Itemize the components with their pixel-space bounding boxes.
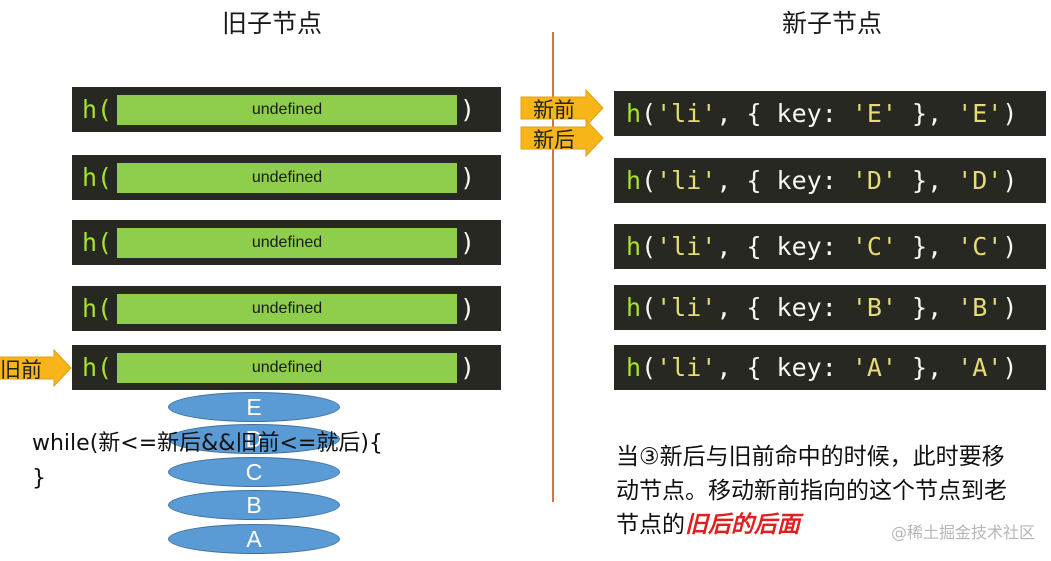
old-node-placeholder: undefined (117, 228, 457, 258)
old-node-prefix: h( (82, 228, 113, 257)
old-node-value: undefined (251, 359, 323, 376)
old-children-title: 旧子节点 (222, 9, 323, 38)
loop-line-2: } (32, 466, 46, 491)
old-node-prefix: h( (82, 294, 113, 323)
stack-item-e: E (168, 392, 340, 422)
old-node-value: undefined (251, 234, 323, 251)
old-node-placeholder: undefined (117, 353, 457, 383)
new-node-code: h('li', { key: 'D' }, 'D') (626, 166, 1018, 195)
new-children-title: 新子节点 (782, 9, 883, 38)
explanation-note: 当③新后与旧前命中的时候，此时要移动节点。移动新前指向的这个节点到老节点的旧后的… (616, 440, 1016, 542)
stack-item-b: B (168, 490, 340, 520)
loop-condition: while(新<=新后&&旧前<=就后){} (32, 426, 383, 496)
old-node-placeholder: undefined (117, 294, 457, 324)
old-node-suffix: ) (459, 353, 475, 382)
arrow-right-icon (520, 89, 604, 127)
old-node-5: h( undefined ) (72, 345, 501, 390)
old-node-prefix: h( (82, 353, 113, 382)
old-node-4: h( undefined ) (72, 286, 501, 331)
new-node-code: h('li', { key: 'C' }, 'C') (626, 232, 1018, 261)
new-node-5: h('li', { key: 'A' }, 'A') (614, 345, 1046, 390)
new-node-code: h('li', { key: 'B' }, 'B') (626, 293, 1018, 322)
stack-item-d: D (168, 424, 340, 454)
old-node-suffix: ) (459, 228, 475, 257)
arrow-right-icon (520, 119, 604, 157)
new-node-3: h('li', { key: 'C' }, 'C') (614, 224, 1046, 269)
new-node-2: h('li', { key: 'D' }, 'D') (614, 158, 1046, 203)
note-highlight: 旧后的后面 (685, 512, 800, 538)
old-front-label: 旧前 (0, 358, 42, 382)
new-node-4: h('li', { key: 'B' }, 'B') (614, 285, 1046, 330)
old-node-prefix: h( (82, 95, 113, 124)
new-front-label: 新前 (533, 98, 575, 122)
new-node-code: h('li', { key: 'A' }, 'A') (626, 353, 1018, 382)
old-node-suffix: ) (459, 294, 475, 323)
new-node-code: h('li', { key: 'E' }, 'E') (626, 99, 1018, 128)
old-node-prefix: h( (82, 163, 113, 192)
old-node-1: h( undefined ) (72, 87, 501, 132)
stack-item-c: C (168, 457, 340, 487)
old-node-suffix: ) (459, 163, 475, 192)
old-node-3: h( undefined ) (72, 220, 501, 265)
old-node-value: undefined (251, 101, 323, 118)
arrow-right-icon (0, 349, 72, 387)
old-node-placeholder: undefined (117, 163, 457, 193)
old-node-placeholder: undefined (117, 95, 457, 125)
center-divider (552, 32, 554, 502)
old-node-suffix: ) (459, 95, 475, 124)
watermark: @稀土掘金技术社区 (890, 523, 1035, 542)
new-back-pointer: 新后 (520, 119, 604, 157)
stack-item-a: A (168, 524, 340, 554)
new-front-pointer: 新前 (520, 89, 604, 127)
new-node-1: h('li', { key: 'E' }, 'E') (614, 91, 1046, 136)
old-front-pointer: 旧前 (0, 349, 72, 387)
old-node-value: undefined (251, 300, 323, 317)
old-node-value: undefined (251, 169, 323, 186)
loop-line-1: while(新<=新后&&旧前<=就后){ (32, 431, 383, 456)
note-text: 当③新后与旧前命中的时候，此时要移动节点。移动新前指向的这个节点到老节点的 (616, 444, 1007, 538)
old-node-2: h( undefined ) (72, 155, 501, 200)
new-back-label: 新后 (533, 128, 575, 152)
